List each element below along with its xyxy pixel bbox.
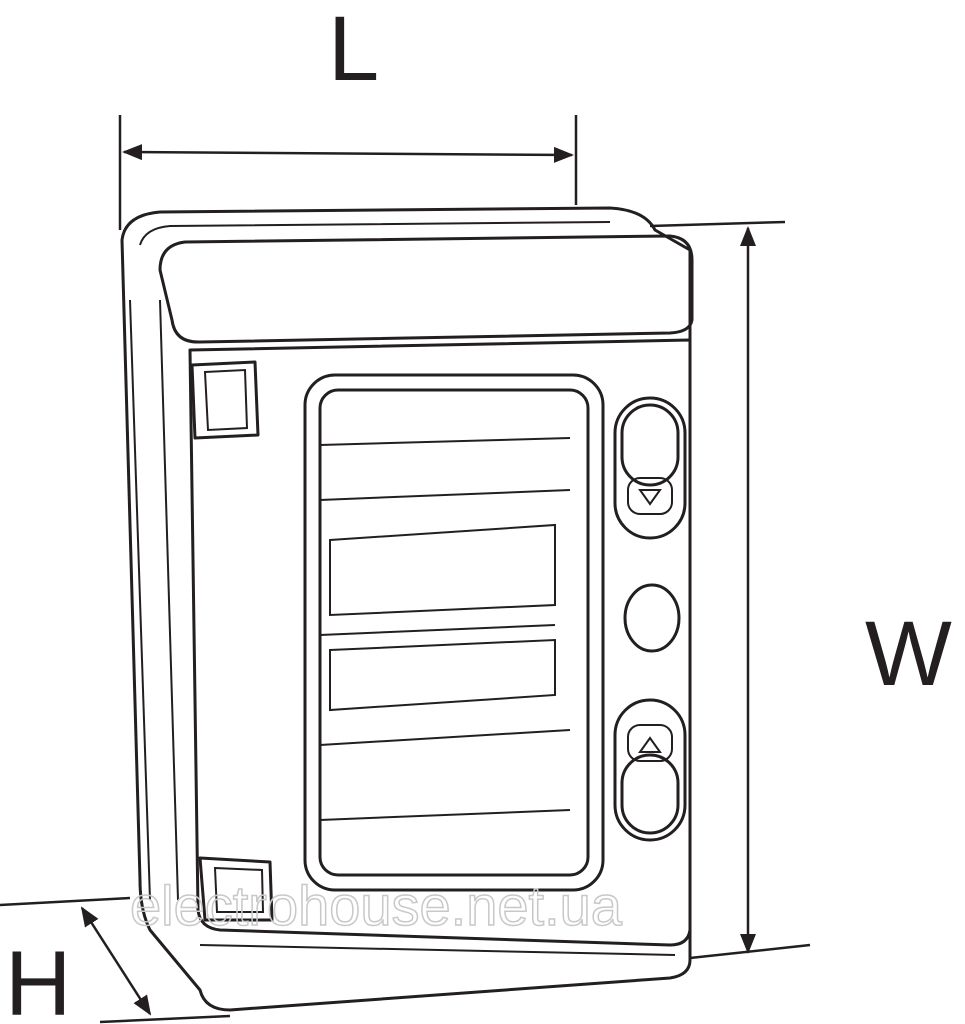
enclosure-body (120, 206, 694, 1012)
watermark: electrohouse.net.ua (130, 874, 623, 937)
top-latch (613, 396, 687, 540)
height-label: H (5, 933, 71, 1024)
height-dimension (0, 896, 231, 1024)
width-label: W (865, 603, 952, 705)
bottom-hinge (198, 856, 274, 922)
top-hinge (190, 360, 260, 440)
bottom-latch (613, 698, 687, 842)
length-dimension (118, 115, 578, 230)
length-label: L (328, 0, 379, 100)
lock-hole (623, 583, 681, 653)
width-dimension (649, 220, 811, 960)
transparent-window (303, 373, 605, 892)
